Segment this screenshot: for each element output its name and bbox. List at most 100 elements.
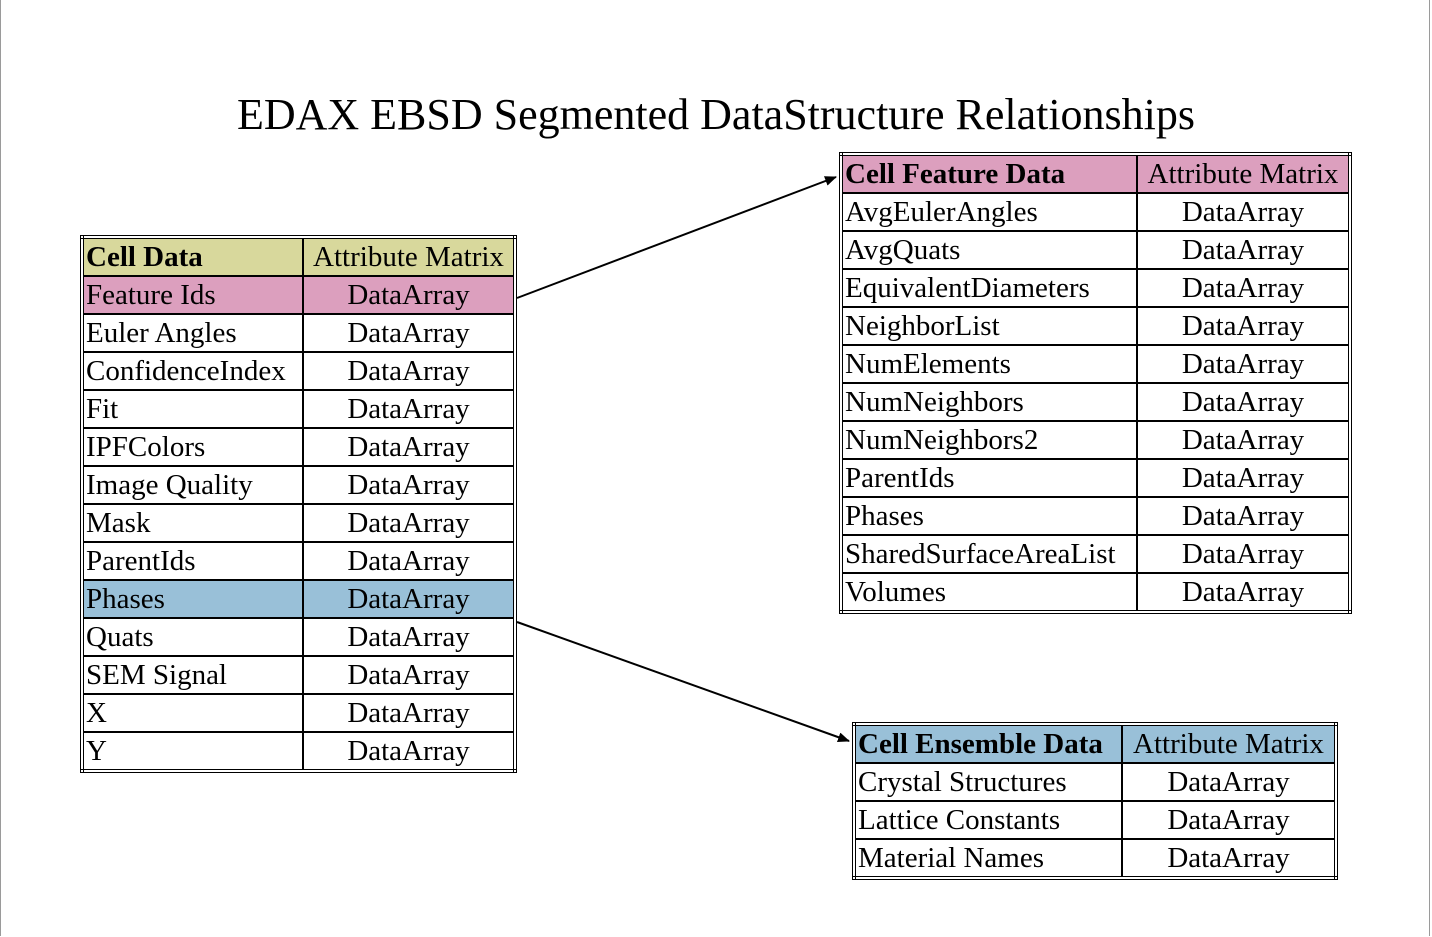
- array-type: DataArray: [1136, 496, 1351, 536]
- array-name: Volumes: [840, 572, 1138, 613]
- array-type: DataArray: [302, 617, 516, 657]
- array-name: X: [81, 693, 304, 733]
- array-type: DataArray: [1121, 838, 1337, 879]
- array-type: DataArray: [302, 351, 516, 391]
- array-type: DataArray: [1136, 230, 1351, 270]
- attribute-matrix-name: Cell Data: [81, 236, 304, 277]
- attribute-matrix-type: Attribute Matrix: [1136, 153, 1351, 194]
- array-type: DataArray: [1121, 800, 1337, 840]
- array-type: DataArray: [302, 503, 516, 543]
- attribute-matrix-type: Attribute Matrix: [302, 236, 516, 277]
- array-type: DataArray: [302, 693, 516, 733]
- array-name: SharedSurfaceAreaList: [840, 534, 1138, 574]
- array-name: Fit: [81, 389, 304, 429]
- array-type: DataArray: [1136, 192, 1351, 232]
- array-name: Image Quality: [81, 465, 304, 505]
- array-name: Phases: [81, 579, 304, 619]
- array-type: DataArray: [1136, 420, 1351, 460]
- array-name: Lattice Constants: [853, 800, 1123, 840]
- attribute-matrix-name: Cell Feature Data: [840, 153, 1138, 194]
- array-name: SEM Signal: [81, 655, 304, 695]
- array-name: NumNeighbors2: [840, 420, 1138, 460]
- array-name: Crystal Structures: [853, 762, 1123, 802]
- array-type: DataArray: [1136, 572, 1351, 613]
- array-name: ParentIds: [81, 541, 304, 581]
- array-name: NumNeighbors: [840, 382, 1138, 422]
- array-name: Quats: [81, 617, 304, 657]
- array-type: DataArray: [1136, 268, 1351, 308]
- array-name: ConfidenceIndex: [81, 351, 304, 391]
- attribute-matrix-name: Cell Ensemble Data: [853, 723, 1123, 764]
- array-name: Feature Ids: [81, 275, 304, 315]
- array-name: IPFColors: [81, 427, 304, 467]
- array-type: DataArray: [1121, 762, 1337, 802]
- array-name: NeighborList: [840, 306, 1138, 346]
- array-type: DataArray: [302, 579, 516, 619]
- array-type: DataArray: [302, 465, 516, 505]
- array-name: Euler Angles: [81, 313, 304, 353]
- array-type: DataArray: [1136, 534, 1351, 574]
- array-type: DataArray: [1136, 382, 1351, 422]
- array-name: NumElements: [840, 344, 1138, 384]
- array-name: AvgEulerAngles: [840, 192, 1138, 232]
- array-name: Y: [81, 731, 304, 772]
- diagram-title: EDAX EBSD Segmented DataStructure Relati…: [236, 90, 1196, 139]
- array-name: Mask: [81, 503, 304, 543]
- array-name: AvgQuats: [840, 230, 1138, 270]
- phases-to-cell-ensemble-data-arrow: [516, 621, 850, 742]
- attribute-matrix-type: Attribute Matrix: [1121, 723, 1337, 764]
- array-type: DataArray: [1136, 306, 1351, 346]
- array-name: ParentIds: [840, 458, 1138, 498]
- array-type: DataArray: [1136, 344, 1351, 384]
- array-type: DataArray: [302, 655, 516, 695]
- array-type: DataArray: [302, 541, 516, 581]
- array-type: DataArray: [302, 731, 516, 772]
- array-type: DataArray: [302, 313, 516, 353]
- array-type: DataArray: [1136, 458, 1351, 498]
- array-type: DataArray: [302, 275, 516, 315]
- array-type: DataArray: [302, 427, 516, 467]
- array-name: Material Names: [853, 838, 1123, 879]
- array-name: EquivalentDiameters: [840, 268, 1138, 308]
- array-type: DataArray: [302, 389, 516, 429]
- feature-ids-to-cell-feature-data-arrow: [516, 176, 837, 299]
- array-name: Phases: [840, 496, 1138, 536]
